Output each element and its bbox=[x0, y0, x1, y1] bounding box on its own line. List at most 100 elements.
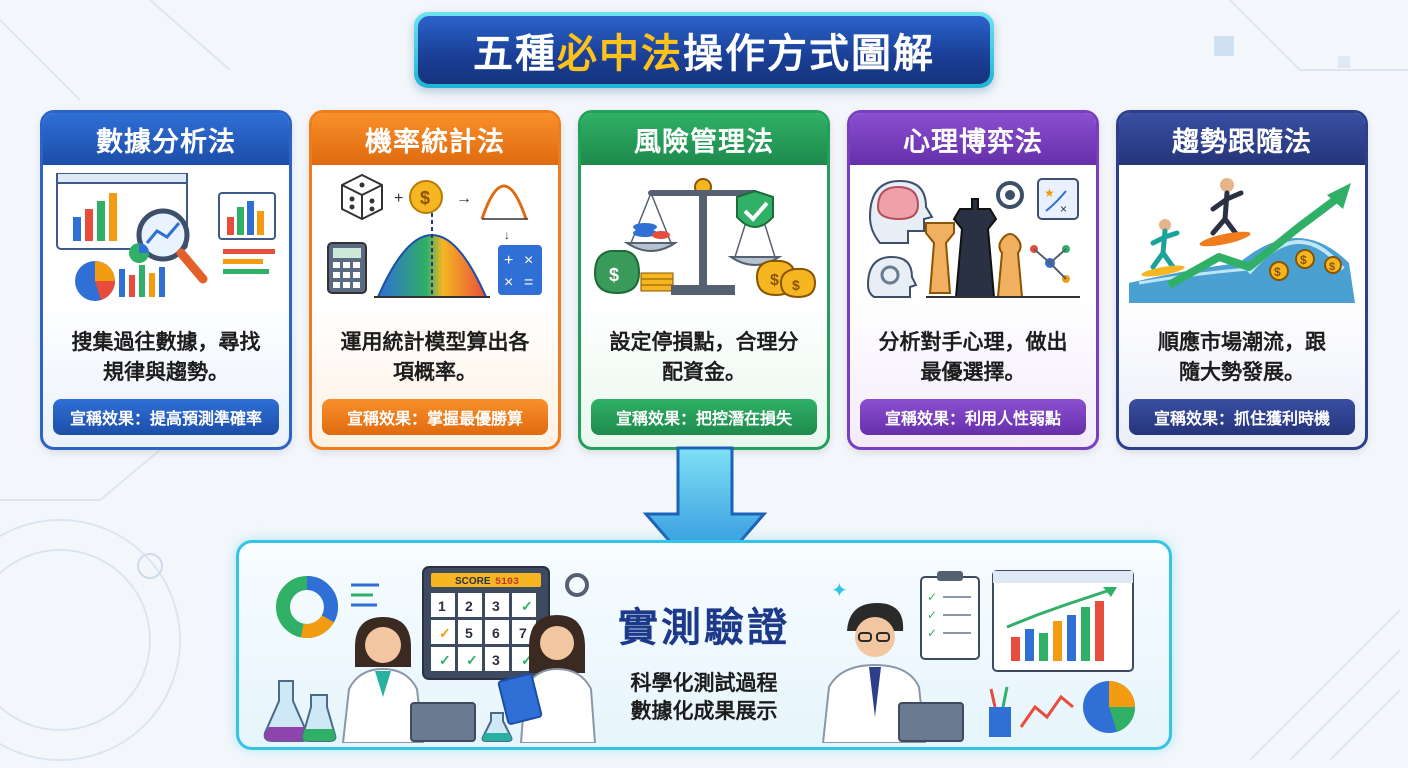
method-effect-badge: 宣稱效果：抓住獲利時機 bbox=[1129, 399, 1355, 435]
lab-team-illustration: SCORE 5103 1 2 3 ✓ ✓ 5 6 7 ✓ ✓ 3 ✓ bbox=[263, 566, 597, 743]
king-icon bbox=[952, 198, 998, 298]
title-part1: 五種 bbox=[473, 31, 557, 77]
laptop-icon bbox=[410, 702, 476, 742]
svg-text:5: 5 bbox=[465, 625, 473, 641]
method-card-risk-management: 風險管理法 $ $ $ 設定停損點，合 bbox=[578, 110, 830, 450]
page-title: 五種必中法操作方式圖解 bbox=[418, 16, 990, 84]
verification-title: 實測驗證 bbox=[618, 605, 790, 651]
method-desc-line2: 最優選擇。 bbox=[920, 360, 1026, 384]
method-effect-badge: 宣稱效果：把控潛在損失 bbox=[591, 399, 817, 435]
svg-text:★: ★ bbox=[1044, 186, 1055, 200]
svg-text:3: 3 bbox=[492, 652, 500, 668]
svg-text:→: → bbox=[456, 190, 472, 207]
svg-text:$: $ bbox=[792, 277, 800, 293]
svg-text:×: × bbox=[524, 252, 533, 269]
method-card-data-analysis: 數據分析法 bbox=[40, 110, 292, 450]
data-analysis-illustration bbox=[53, 173, 279, 423]
svg-text:✓: ✓ bbox=[521, 652, 533, 668]
pie-chart-icon bbox=[1083, 681, 1136, 733]
method-effect-badge: 宣稱效果：掌握最優勝算 bbox=[322, 399, 548, 435]
dice-icon bbox=[341, 173, 383, 221]
brain-icon bbox=[876, 185, 920, 221]
method-desc-line1: 分析對手心理，做出 bbox=[878, 330, 1068, 354]
checklist-icon: ✓ ✓ ✓ bbox=[920, 571, 980, 660]
method-card-trend-following: 趨勢跟隨法 $ $ $ 順應市場潮流，跟 隨大勢發展。 宣稱效果：抓住獲利時機 bbox=[1116, 110, 1368, 450]
method-title: 風險管理法 bbox=[581, 113, 827, 165]
method-description: 順應市場潮流，跟 隨大勢發展。 bbox=[1129, 327, 1355, 387]
svg-text:✓: ✓ bbox=[927, 626, 937, 640]
method-effect-badge: 宣稱效果：提高預測準確率 bbox=[53, 399, 279, 435]
coin-icon bbox=[1269, 261, 1289, 281]
method-desc-line1: 運用統計模型算出各 bbox=[340, 330, 530, 354]
bell-curve-icon: + $ → ↓ bbox=[327, 173, 542, 298]
title-part2: 操作方式圖解 bbox=[683, 31, 935, 77]
svg-text:$: $ bbox=[1300, 253, 1307, 267]
method-title: 機率統計法 bbox=[312, 113, 558, 165]
svg-text:+: + bbox=[504, 252, 513, 269]
trend-arrow-icon bbox=[1167, 193, 1342, 289]
flask-icon bbox=[301, 694, 337, 742]
method-title: 心理博弈法 bbox=[850, 113, 1096, 165]
verification-panel: SCORE 5103 1 2 3 ✓ ✓ 5 6 7 ✓ ✓ 3 ✓ bbox=[236, 540, 1172, 750]
svg-text:2: 2 bbox=[465, 598, 473, 614]
money-bag-icon bbox=[593, 250, 641, 295]
surfer-icon bbox=[1220, 178, 1234, 192]
svg-text:✓: ✓ bbox=[521, 598, 533, 614]
clipboard-icon bbox=[497, 673, 543, 725]
svg-text:+: + bbox=[394, 190, 403, 207]
trend-following-illustration: $ $ $ bbox=[1129, 173, 1355, 423]
method-effect-badge: 宣稱效果：利用人性弱點 bbox=[860, 399, 1086, 435]
method-title: 數據分析法 bbox=[43, 113, 289, 165]
svg-text:$: $ bbox=[770, 272, 779, 289]
method-desc-line2: 隨大勢發展。 bbox=[1179, 360, 1305, 384]
surfer-icon bbox=[1159, 219, 1171, 231]
psychology-illustration: ★ × bbox=[860, 173, 1086, 423]
analyst-illustration: ✦ ✓ ✓ ✓ bbox=[821, 570, 1136, 743]
method-desc-line2: 項概率。 bbox=[393, 360, 477, 384]
method-card-psychology: 心理博弈法 ★ × 分析對手心理，做出 最優選擇。 bbox=[847, 110, 1099, 450]
method-description: 搜集過往數據，尋找 規律與趨勢。 bbox=[53, 327, 279, 387]
svg-text:$: $ bbox=[609, 265, 619, 285]
svg-text:$: $ bbox=[1329, 261, 1335, 273]
svg-text:SCORE: SCORE bbox=[455, 576, 491, 587]
scientist-icon bbox=[341, 617, 425, 743]
method-desc-line1: 設定停損點，合理分 bbox=[609, 330, 799, 354]
verification-line2: 數據化成果展示 bbox=[630, 699, 778, 723]
method-title: 趨勢跟隨法 bbox=[1119, 113, 1365, 165]
svg-text:$: $ bbox=[420, 188, 430, 208]
svg-text:5103: 5103 bbox=[495, 577, 519, 588]
method-desc-line2: 配資金。 bbox=[662, 360, 746, 384]
method-desc-line1: 順應市場潮流，跟 bbox=[1158, 330, 1326, 354]
gear-icon bbox=[880, 265, 900, 285]
svg-text:×: × bbox=[504, 274, 513, 291]
svg-text:7: 7 bbox=[519, 625, 527, 641]
svg-text:6: 6 bbox=[492, 625, 500, 641]
bishop-icon bbox=[996, 233, 1024, 298]
rook-icon bbox=[925, 222, 955, 294]
svg-text:✓: ✓ bbox=[927, 608, 937, 622]
math-operators-icon: + × × = bbox=[498, 245, 542, 295]
flask-icon bbox=[481, 712, 513, 742]
sparkle-icon: ✦ bbox=[831, 580, 848, 602]
svg-text:3: 3 bbox=[492, 598, 500, 614]
line-chart-icon bbox=[1019, 694, 1074, 728]
verification-line1: 科學化測試過程 bbox=[630, 671, 778, 695]
flask-icon bbox=[263, 680, 310, 742]
pen-cup-icon bbox=[989, 707, 1011, 737]
method-desc-line1: 搜集過往數據，尋找 bbox=[71, 330, 261, 354]
method-desc-line2: 規律與趨勢。 bbox=[103, 360, 229, 384]
scientist-icon bbox=[497, 615, 597, 743]
shield-check-icon bbox=[736, 189, 774, 228]
title-banner: 五種必中法操作方式圖解 bbox=[414, 12, 994, 88]
laptop-icon bbox=[898, 702, 964, 742]
svg-text:✓: ✓ bbox=[466, 652, 478, 668]
gear-icon bbox=[565, 573, 589, 597]
svg-text:×: × bbox=[1060, 202, 1067, 216]
title-highlight: 必中法 bbox=[557, 31, 683, 77]
gear-icon bbox=[996, 181, 1024, 209]
method-description: 分析對手心理，做出 最優選擇。 bbox=[860, 327, 1086, 387]
surfing-trend-icon: $ $ $ bbox=[1129, 178, 1355, 303]
analytics-dashboard-icon bbox=[56, 173, 276, 301]
method-card-probability: 機率統計法 + $ → ↓ bbox=[309, 110, 561, 450]
balance-scale-icon: $ $ $ bbox=[593, 178, 817, 299]
